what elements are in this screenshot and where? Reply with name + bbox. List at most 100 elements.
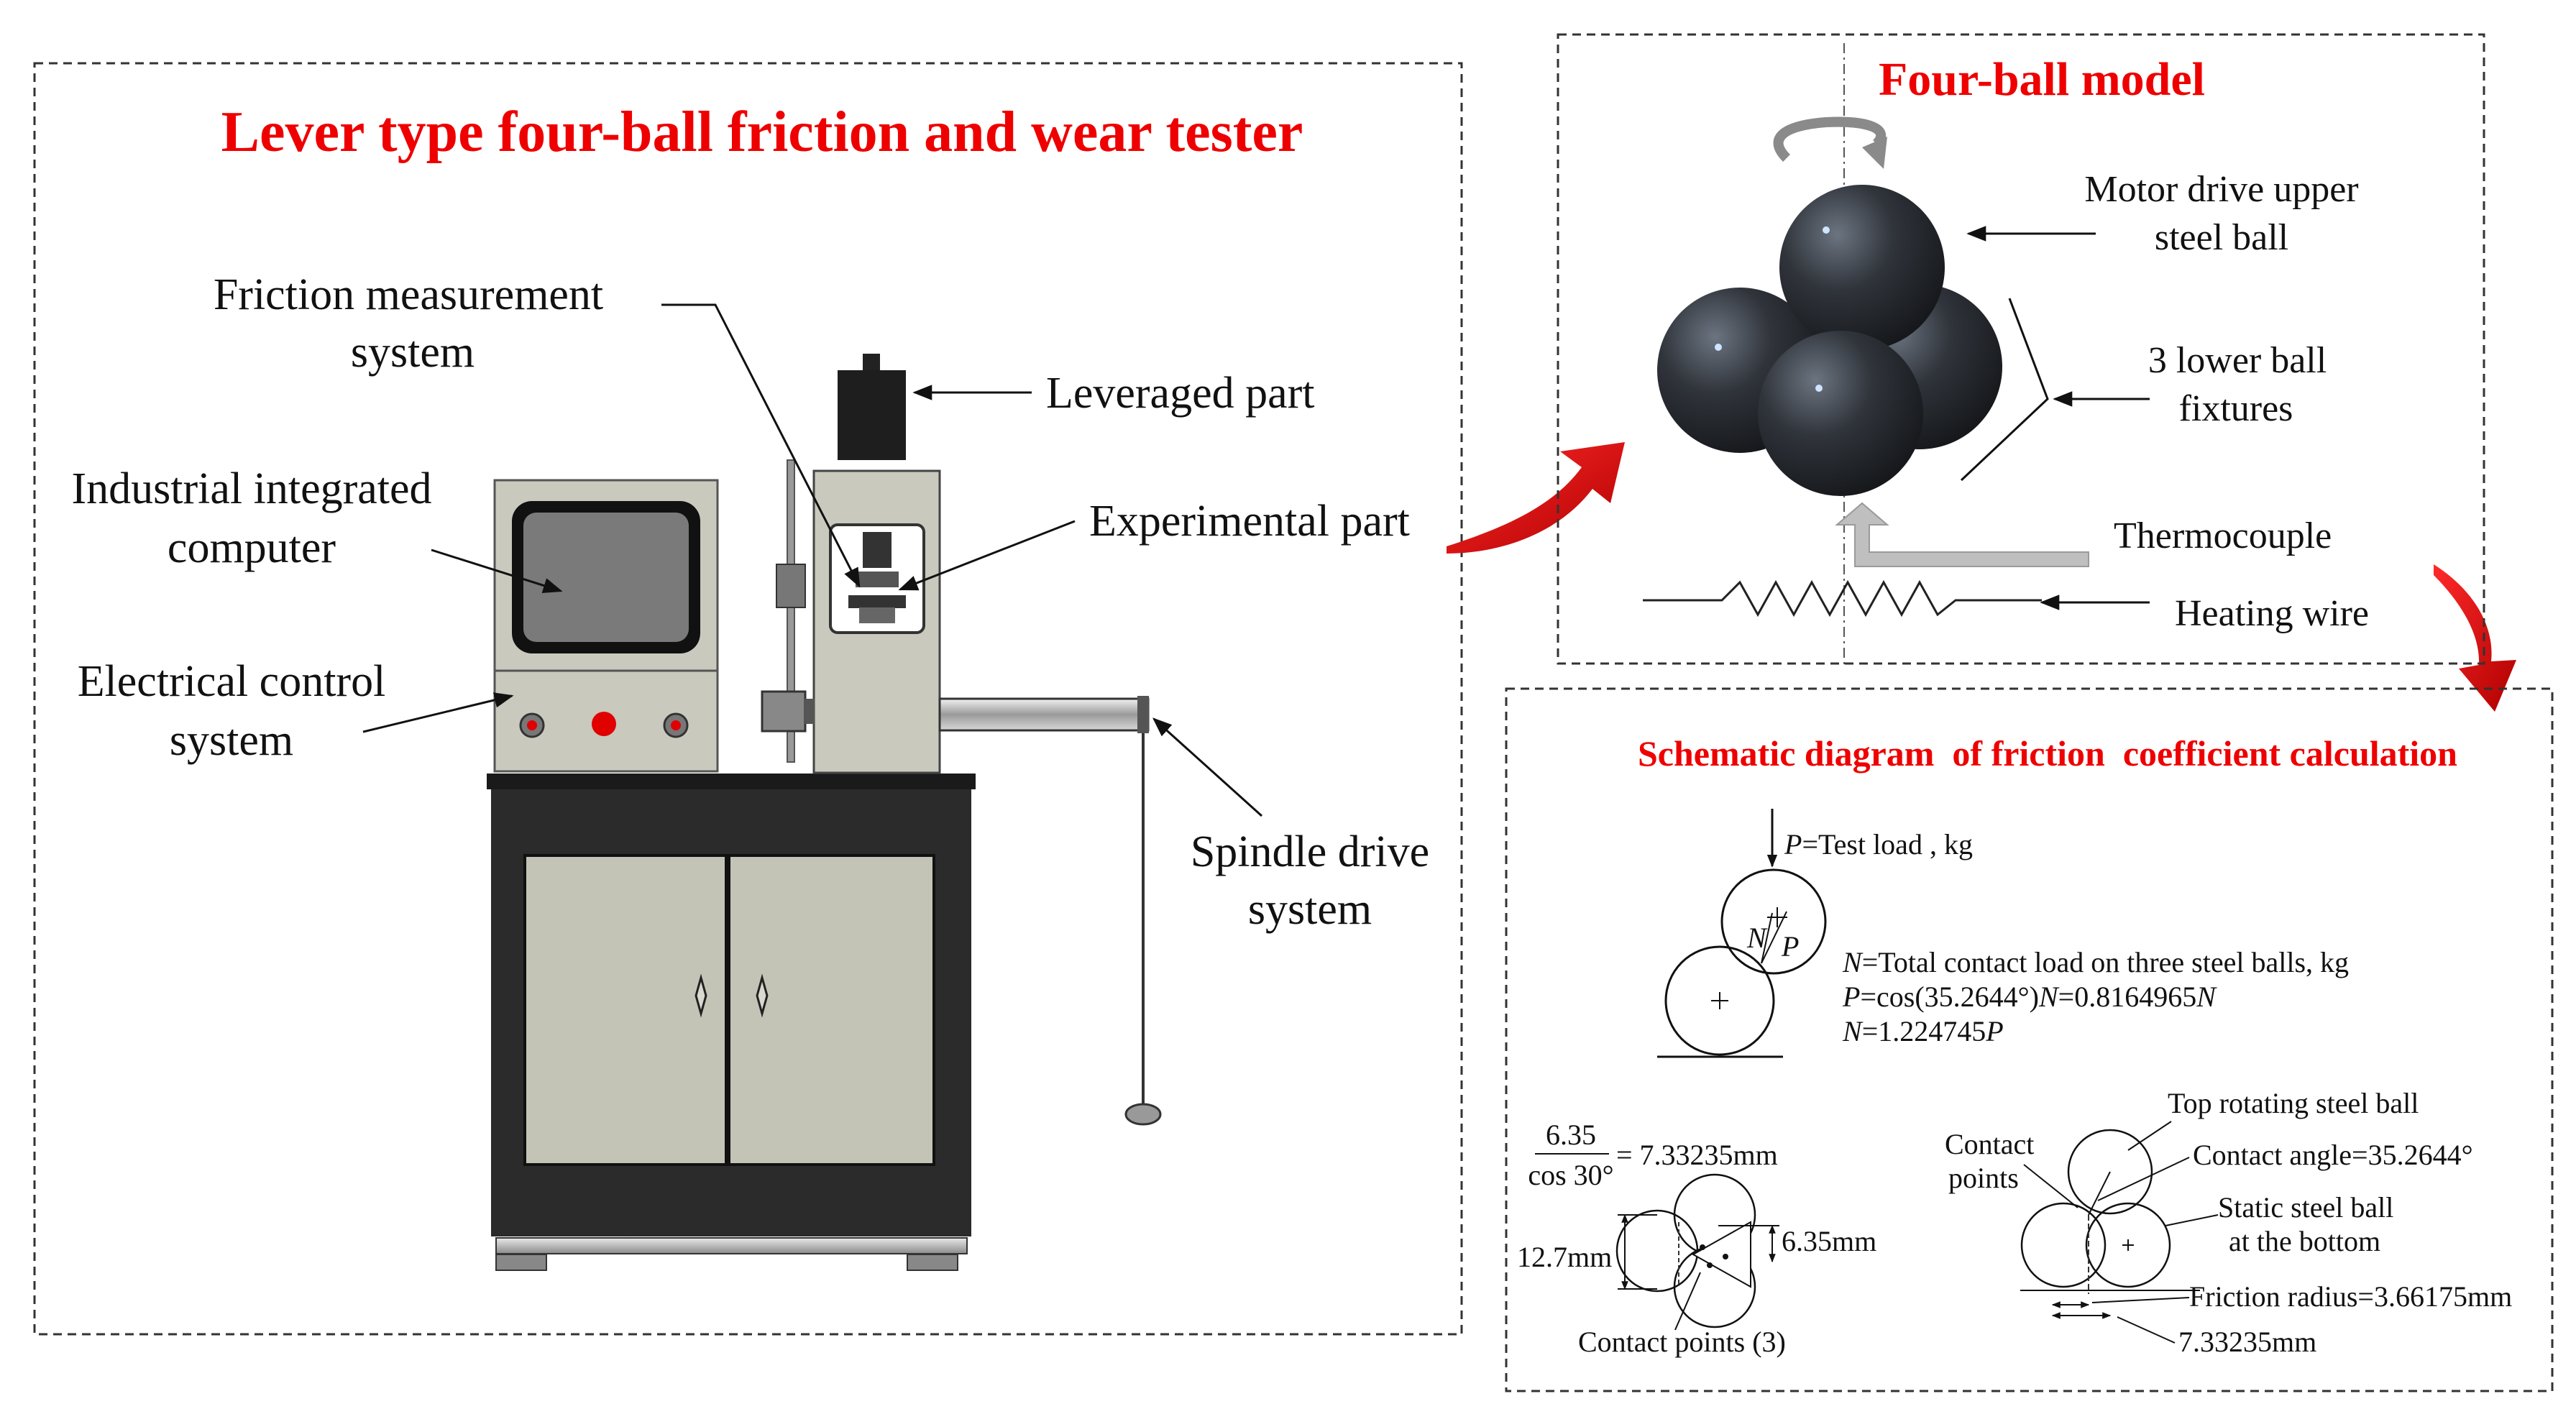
friction-sensor (776, 564, 806, 608)
lever-arm (938, 697, 1150, 732)
force-P-label: P (1781, 930, 1799, 963)
spindle-drive-line1: Spindle drive (1191, 827, 1429, 876)
motor-drive-line1: Motor drive upper (2084, 169, 2358, 210)
ball-holder-top (856, 572, 899, 587)
geometry-diagram: 6.35 cos 30° = 7.33235mm 12.7mm 6.35mm C… (1517, 1119, 1876, 1358)
force-N-vector (1761, 911, 1787, 964)
cabinet-door-right (728, 854, 935, 1166)
cabinet-door-left (523, 854, 728, 1166)
contact-points-line2: points (1948, 1162, 2019, 1194)
fraction-result: = 7.33235mm (1616, 1139, 1778, 1171)
four-ball-panel: Four-ball model Motor drive upper steel … (1557, 33, 2485, 669)
foot-left (495, 1254, 547, 1271)
contact-points-line1: Contact (1945, 1128, 2034, 1160)
load-diagram: N P (1657, 809, 1827, 1058)
schematic-panel-border (1505, 687, 2554, 1392)
door-handle-left (695, 973, 707, 1018)
tester-panel: Lever type four-ball friction and wear t… (33, 62, 1463, 1336)
load-text: P=Test load , kg (1784, 828, 1973, 860)
ball-highlight (1715, 344, 1722, 351)
rotation-arrow (1773, 116, 1887, 169)
thermocouple-arrow (1835, 502, 2089, 567)
eq2-end-sym: N (2196, 981, 2217, 1013)
eq2-desc: =cos(35.2644°) (1860, 981, 2039, 1013)
ball-highlight (1815, 385, 1823, 392)
upper-steel-ball (1779, 185, 1945, 350)
eq3-sym: N (1842, 1015, 1864, 1047)
bottom-ball-right-circle (2085, 1202, 2171, 1288)
lever-arm-end (1137, 696, 1149, 733)
friction-measurement-line2: system (351, 328, 475, 377)
ball-cup (848, 595, 906, 608)
spindle-head (863, 532, 891, 568)
load-sym: P (1784, 828, 1802, 860)
industrial-computer (493, 479, 719, 773)
eq1-sym: N (1842, 946, 1864, 978)
industrial-computer-label: Industrial integrated computer (72, 464, 563, 593)
dim-6-35: 6.35mm (1782, 1225, 1876, 1257)
eq2-end: =0.8164965 (2058, 981, 2197, 1013)
spindle-drive-label: Spindle drive system (1152, 717, 1429, 934)
red-button (592, 712, 616, 736)
top-ball-label: Top rotating steel ball (2168, 1087, 2419, 1119)
fraction-denominator: cos 30° (1528, 1159, 1613, 1191)
tester-panel-border (33, 62, 1463, 1336)
four-ball-panel-border (1557, 33, 2485, 665)
upper-ball-circle (1720, 868, 1827, 975)
electrical-control-line2: system (170, 716, 293, 765)
lever-cap (863, 354, 880, 372)
schematic-panel: Schematic diagram of friction coefficien… (1505, 687, 2554, 1392)
electrical-control-label: Electrical control system (78, 657, 514, 765)
drive-motor-cap (761, 690, 807, 733)
ball-highlight (1823, 226, 1830, 234)
top-ball-circle (2067, 1129, 2153, 1215)
fraction-numerator: 6.35 (1546, 1119, 1596, 1151)
experimental-part-pointer (898, 520, 1076, 591)
spindle-drive-pointer (1152, 717, 1263, 817)
industrial-computer-line1: Industrial integrated (72, 464, 432, 513)
electrical-control-pointer (362, 692, 514, 733)
schematic-title: Schematic diagram of friction coefficien… (1638, 733, 2457, 774)
friction-measurement-pointer (661, 303, 861, 588)
static-ball-line1: Static steel ball (2218, 1191, 2393, 1224)
dim-7-33: 7.33235mm (2178, 1326, 2316, 1358)
monitor-screen (523, 513, 689, 642)
motor-drive-line2: steel ball (2155, 217, 2288, 258)
dim-12-7: 12.7mm (1517, 1241, 1612, 1273)
eq2-sym: P (1842, 981, 1860, 1013)
industrial-computer-pointer (431, 549, 563, 593)
eq2-mid: N (2038, 981, 2060, 1013)
eq1-desc: =Total contact load on three steel balls… (1862, 946, 2349, 978)
eq3-desc: =1.224745 (1862, 1015, 1986, 1047)
cabinet (487, 774, 976, 1271)
heating-wire-shape (1643, 579, 2042, 618)
friction-measurement-label: Friction measurement system (214, 270, 861, 588)
lower-ball-front (1758, 331, 1923, 496)
contact-diagram: Top rotating steel ball Contact points C… (1945, 1087, 2512, 1358)
leveraged-part-text: Leveraged part (1046, 369, 1314, 418)
ball-cup-base (859, 607, 895, 623)
drive-coupling (804, 699, 815, 724)
force-N-label: N (1746, 922, 1768, 954)
contact-points-3: Contact points (3) (1578, 1326, 1786, 1358)
contact-angle-label: Contact angle=35.2644° (2193, 1139, 2473, 1171)
tester-title: Lever type four-ball friction and wear t… (221, 101, 1303, 164)
experimental-part-text: Experimental part (1089, 497, 1410, 546)
industrial-computer-line2: computer (168, 523, 336, 572)
tester-column (761, 354, 1162, 1126)
fixtures-bracket (1960, 298, 2049, 482)
force-P-vector (1761, 912, 1773, 964)
heating-wire-text: Heating wire (2175, 593, 2369, 634)
door-handle-right (756, 973, 769, 1018)
red-arrow-to-schematic (2434, 564, 2516, 712)
friction-measurement-line1: Friction measurement (214, 270, 603, 319)
bottom-ball-left-circle (2020, 1202, 2107, 1288)
lower-fixtures-line1: 3 lower ball (2148, 340, 2327, 381)
friction-rod (787, 459, 795, 763)
weight (1124, 1103, 1162, 1126)
thermocouple-text: Thermocouple (2114, 515, 2332, 556)
lever-motor (838, 370, 906, 460)
red-arrow-to-model (1447, 442, 1625, 554)
knob-right-light (671, 720, 681, 730)
